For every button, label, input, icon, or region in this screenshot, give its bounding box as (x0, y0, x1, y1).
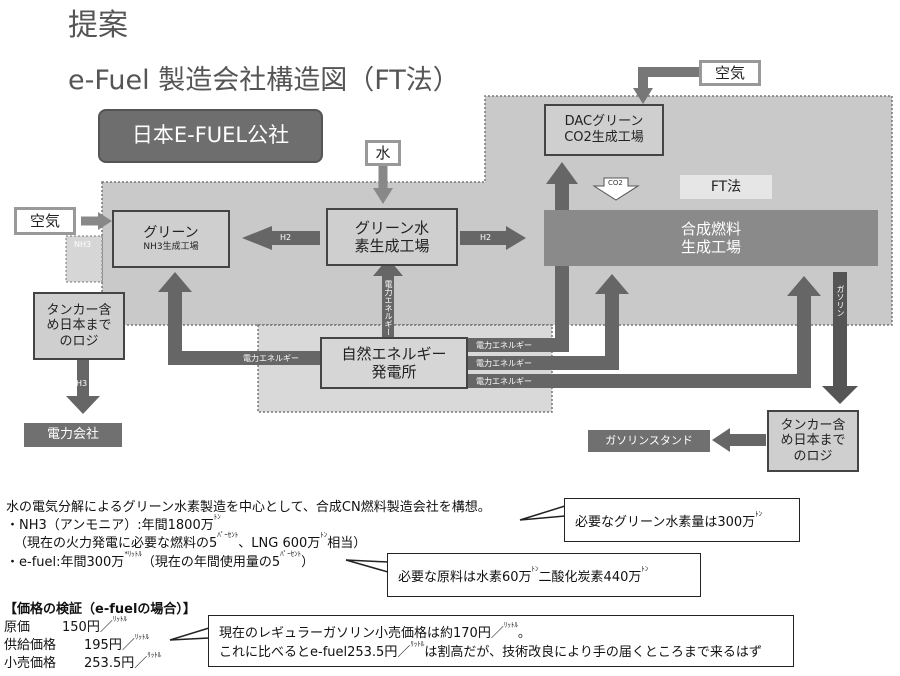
company-name-box: 日本E-FUEL公社 (98, 109, 323, 163)
note-hydrogen: 必要なグリーン水素量は300万ﾄﾝ (564, 498, 800, 542)
elec-up-label: 電力エネルギー (384, 280, 393, 336)
body-line-3: （現在の火力発電に必要な燃料の5ﾊﾟｰｾﾝﾄ、LNG 600万ﾄﾝ相当） (14, 531, 367, 552)
air-top-arrow (638, 67, 700, 90)
dac-plant: DACグリーン CO2生成工場 (544, 104, 664, 156)
air-input-top: 空気 (699, 60, 761, 86)
power-plant: 自然エネルギー 発電所 (320, 337, 468, 389)
diagram-title: e-Fuel 製造会社構造図（FT法） (68, 65, 460, 96)
body-line-2: ・NH3（アンモニア）:年間1800万ﾄﾝ (6, 513, 221, 534)
elec-right-3-label: 電力エネルギー (476, 377, 532, 386)
elec-right-2-label: 電力エネルギー (476, 359, 532, 368)
co2-label: CO2 (608, 179, 623, 187)
callout-pointers (169, 505, 566, 641)
synfuel-plant: 合成燃料 生成工場 (544, 210, 878, 266)
diagram-canvas (65, 67, 893, 452)
company-name-label: 日本E-FUEL公社 (131, 123, 290, 148)
body-line-4: ・e-fuel:年間300万*ﾘｯﾄﾙ（現在の年間使用量の5ﾊﾟｰｾﾝﾄ） (6, 550, 315, 571)
nh3-label: NH3 (74, 240, 92, 249)
tanker-right: タンカー含 め日本まで のロジ (767, 410, 859, 472)
gas-station: ガソリンスタンド (588, 430, 710, 452)
gasoline-label: ガソリン (836, 285, 845, 317)
ft-label: FT法 (680, 175, 772, 199)
elec-left-label: 電力エネルギー (243, 354, 299, 363)
nh3-down-label: NH3 (70, 379, 88, 388)
h2-plant: グリーン水 素生成工場 (326, 208, 458, 266)
page-title: 提案 (68, 8, 128, 43)
price-heading: 【価格の検証（e-fuelの場合）】 (4, 602, 196, 617)
air-input-left: 空気 (14, 207, 76, 235)
note-materials: 必要な原料は水素60万ﾄﾝ二酸化炭素440万ﾄﾝ (387, 553, 701, 597)
body-line-1: 水の電気分解によるグリーン水素製造を中心として、合成CN燃料製造会社を構想。 (6, 500, 491, 515)
water-input: 水 (365, 140, 401, 166)
elec-right-1-label: 電力エネルギー (476, 341, 532, 350)
company-region (101, 95, 893, 326)
h2-right-label: H2 (480, 233, 492, 242)
tanker-left: タンカー含 め日本まで のロジ (33, 292, 125, 360)
nh3-plant: グリーン NH3生成工場 (112, 210, 230, 268)
note-price: 現在のレギュラーガソリン小売価格は約170円／ﾘｯﾄﾙ。 これに比べるとe-fu… (208, 615, 794, 667)
power-company: 電力会社 (24, 423, 122, 447)
h2-left-label: H2 (280, 233, 292, 242)
